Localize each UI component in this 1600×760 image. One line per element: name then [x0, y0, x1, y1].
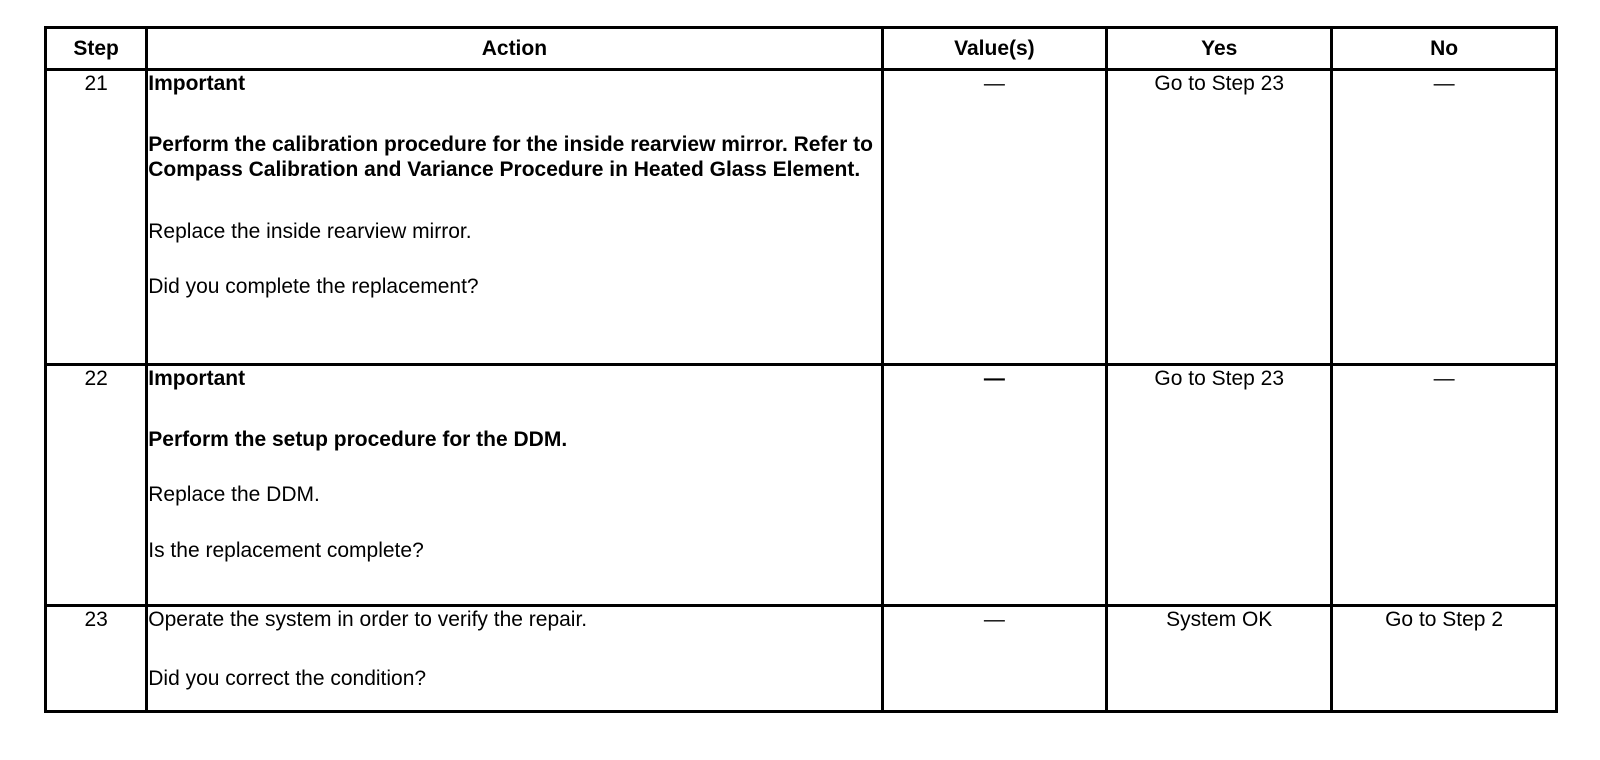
yes-action: Go to Step 23	[1105, 68, 1334, 366]
table-row: 22 Important Perform the setup procedure…	[43, 363, 1558, 607]
important-text: Perform the setup procedure for the DDM.	[148, 428, 568, 452]
value-text: —	[983, 367, 1005, 390]
instruction-text: Operate the system in order to verify th…	[148, 608, 588, 631]
action-cell: Important Perform the calibration proced…	[145, 68, 884, 366]
value-cell: —	[880, 68, 1109, 366]
header-step: Step	[43, 26, 149, 71]
value-text: —	[983, 608, 1005, 631]
table-row: 21 Important Perform the calibration pro…	[43, 68, 1558, 366]
instruction-text: Replace the DDM.	[148, 483, 320, 507]
table-row: 23 Operate the system in order to verify…	[43, 604, 1558, 713]
important-label: Important	[148, 367, 246, 390]
value-cell: —	[880, 363, 1109, 607]
important-text: Perform the calibration procedure for th…	[148, 133, 873, 182]
step-number: 23	[43, 604, 149, 713]
value-text: —	[983, 72, 1005, 95]
action-cell: Important Perform the setup procedure fo…	[145, 363, 884, 607]
question-text: Did you complete the replacement?	[148, 274, 479, 298]
action-cell: Operate the system in order to verify th…	[145, 604, 884, 713]
table-header-row: Step Action Value(s) Yes No	[43, 26, 1558, 71]
step-number: 21	[43, 68, 149, 366]
yes-action: System OK	[1105, 604, 1334, 713]
header-no: No	[1330, 26, 1558, 71]
value-cell: —	[880, 604, 1109, 713]
no-action: —	[1330, 68, 1558, 366]
header-action: Action	[145, 26, 884, 71]
yes-action: Go to Step 23	[1105, 363, 1334, 607]
question-text: Is the replacement complete?	[148, 538, 424, 562]
no-action: —	[1330, 363, 1558, 607]
important-label: Important	[148, 72, 246, 95]
instruction-text: Replace the inside rearview mirror.	[148, 219, 472, 243]
diagnostic-table: Step Action Value(s) Yes No 21 Important…	[43, 26, 1558, 713]
header-yes: Yes	[1105, 26, 1334, 71]
header-values: Value(s)	[880, 26, 1109, 71]
step-number: 22	[43, 363, 149, 607]
no-action: Go to Step 2	[1330, 604, 1558, 713]
question-text: Did you correct the condition?	[148, 667, 427, 691]
